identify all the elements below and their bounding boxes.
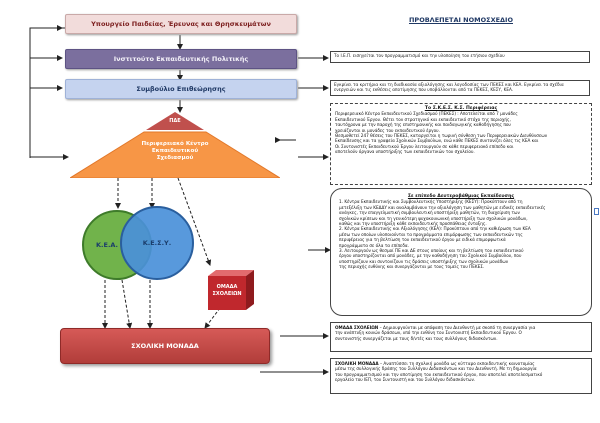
- school-unit-label: ΣΧΟΛΙΚΗ ΜΟΝΑΔΑ: [131, 342, 199, 350]
- school-unit-box: ΣΧΟΛΙΚΗ ΜΟΝΑΔΑ: [60, 328, 270, 364]
- ministry-box: Υπουργείο Παιδείας, Έρευνας και Θρησκευμ…: [65, 14, 297, 34]
- pyramid-body-label: Περιφερειακό Κέντρο Εκπαιδευτικού Σχεδια…: [141, 141, 209, 161]
- cube-label-1: ΟΜΑΔΑ: [216, 284, 238, 290]
- right-box-1: Το Ι.Ε.Π. εισηγείται τον προγραμματισμό …: [330, 51, 590, 63]
- right-section-1: Το Σ.Κ.Ε.Σ. Κ.Σ. Περιφέρειας Περιφερειακ…: [330, 103, 592, 185]
- circle-kea-label: Κ.Ε.Α.: [96, 241, 118, 249]
- right-box-school: ΣΧΟΛΙΚΗ ΜΟΝΑΔΑ – Αναπτύσσει τη σχολική μ…: [330, 358, 592, 394]
- edit-handle-icon[interactable]: [594, 208, 599, 215]
- school-label: ΣΧΟΛΙΚΗ ΜΟΝΑΔΑ: [335, 361, 379, 366]
- spine-line: [29, 27, 65, 158]
- pyramid-top-label: ΠΔΕ: [169, 118, 181, 124]
- right-box-2: Εγκρίνει τα κριτήρια και τη διαδικασία α…: [330, 80, 590, 96]
- right-box-group: ΟΜΑΔΑ ΣΧΟΛΕΙΩΝ – Δημιουργούνται με απόφα…: [330, 322, 592, 352]
- group-label: ΟΜΑΔΑ ΣΧΟΛΕΙΩΝ: [335, 325, 379, 330]
- advisors-box: Συμβούλιο Επιθεώρησης: [65, 79, 297, 99]
- right-title: ΠΡΟΒΛΕΠΕΤΑΙ ΝΟΜΟΣΧΕΔΙΟ: [408, 16, 513, 24]
- pyramid-shape: ΠΔΕ Περιφερειακό Κέντρο Εκπαιδευτικού Σχ…: [70, 112, 280, 178]
- school-group-cube: ΟΜΑΔΑ ΣΧΟΛΕΙΩΝ: [208, 270, 254, 310]
- circle-kesy: Κ.Ε.Σ.Υ.: [120, 206, 194, 280]
- institute-box: Ινστιτούτο Εκπαιδευτικής Πολιτικής: [65, 49, 297, 69]
- cube-label-2: ΣΧΟΛΕΙΩΝ: [212, 290, 242, 297]
- circle-kesy-label: Κ.Ε.Σ.Υ.: [142, 239, 172, 247]
- right-section-2: Σε επίπεδο Δευτεροβάθμιας Εκπαίδευσης 1.…: [330, 188, 592, 316]
